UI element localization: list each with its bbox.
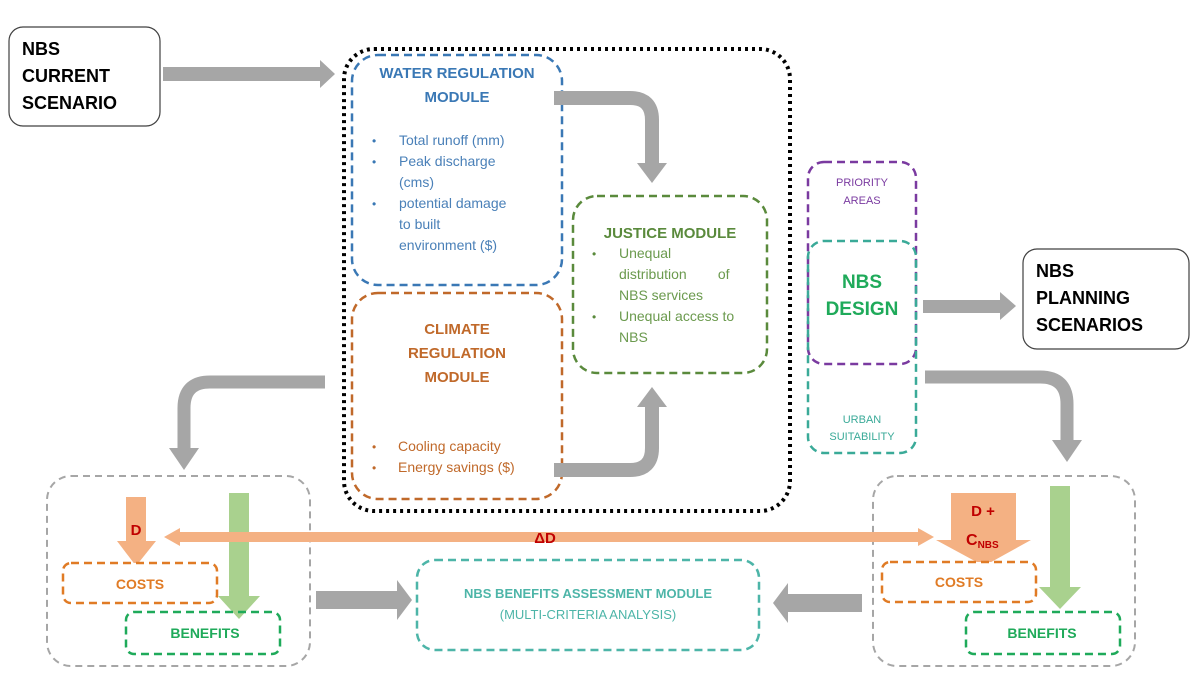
damage-plus-label: D + xyxy=(971,503,995,520)
justice-bullet: Unequal xyxy=(619,245,671,261)
justice-bullet: NBS services xyxy=(619,287,703,303)
bullet-icon: • xyxy=(372,155,376,169)
arrow-right-group-to-assessment xyxy=(773,583,862,623)
priority-areas-label: PRIORITY xyxy=(836,177,889,189)
climate-module-title: CLIMATE xyxy=(424,321,490,338)
planning-scenarios-box: NBS PLANNING SCENARIOS xyxy=(1022,248,1190,350)
bullet-icon: • xyxy=(372,197,376,211)
assessment-module-subtitle: (MULTI-CRITERIA ANALYSIS) xyxy=(500,607,677,622)
arrow-climate-to-justice xyxy=(554,387,667,477)
costs-label: COSTS xyxy=(116,576,164,592)
climate-module-title: MODULE xyxy=(425,369,490,386)
planning-scenarios-line: SCENARIOS xyxy=(1036,315,1143,335)
current-scenario-line: CURRENT xyxy=(22,66,110,86)
arrow-left-group-to-assessment xyxy=(316,580,412,620)
bullet-icon: • xyxy=(372,440,376,454)
planned-costs-benefits-group: D + CNBS COSTS BENEFITS xyxy=(872,475,1136,667)
priority-areas-box xyxy=(806,160,918,366)
urban-suitability-box xyxy=(806,239,918,455)
damage-label: D xyxy=(131,522,142,539)
water-module-title: MODULE xyxy=(425,89,490,106)
nbs-design-label: NBS xyxy=(842,272,882,293)
climate-regulation-module: CLIMATE REGULATION MODULE • Cooling capa… xyxy=(350,291,564,501)
costs-box xyxy=(880,560,1038,604)
delta-damage-arrow: ΔD xyxy=(164,528,934,547)
water-module-title: WATER REGULATION xyxy=(379,65,534,82)
nbs-cost-label: CNBS xyxy=(966,532,999,551)
benefits-label: BENEFITS xyxy=(1007,625,1076,641)
benefits-label: BENEFITS xyxy=(170,625,239,641)
arrow-climate-to-left-group xyxy=(169,375,325,470)
arrow-water-to-justice xyxy=(554,91,667,183)
priority-areas-label: AREAS xyxy=(843,195,880,207)
urban-suitability-label: SUITABILITY xyxy=(829,431,895,443)
costs-label: COSTS xyxy=(935,574,983,590)
benefits-arrow xyxy=(1050,486,1070,588)
assessment-module-title: NBS BENEFITS ASSESSMENT MODULE xyxy=(464,586,712,601)
water-bullet: environment ($) xyxy=(399,237,497,253)
current-scenario-line: SCENARIO xyxy=(22,93,117,113)
water-bullet: (cms) xyxy=(399,174,434,190)
water-regulation-module: WATER REGULATION MODULE • Total runoff (… xyxy=(350,53,564,287)
costs-box xyxy=(61,561,219,605)
arrow-current-to-modules xyxy=(163,60,335,88)
arrow-design-to-planning xyxy=(923,292,1016,320)
benefits-box xyxy=(964,610,1122,656)
bullet-icon: • xyxy=(592,247,596,261)
climate-module-title: REGULATION xyxy=(408,345,506,362)
nbs-cost-symbol: C xyxy=(966,532,978,549)
climate-bullet: Cooling capacity xyxy=(398,438,501,454)
water-bullet: potential damage xyxy=(399,195,507,211)
justice-module-title: JUSTICE MODULE xyxy=(604,225,737,242)
justice-bullet: NBS xyxy=(619,329,648,345)
current-scenario-box: NBS CURRENT SCENARIO xyxy=(8,26,161,127)
planning-scenarios-line: PLANNING xyxy=(1036,288,1130,308)
justice-module: JUSTICE MODULE • Unequal distribution of… xyxy=(571,194,769,375)
damage-plus-cost-arrow xyxy=(951,493,1016,541)
planning-scenarios-line: NBS xyxy=(1036,261,1074,281)
bullet-icon: • xyxy=(592,310,596,324)
justice-bullet: Unequal access to xyxy=(619,308,734,324)
arrow-design-to-right-group xyxy=(925,370,1082,462)
justice-bullet: distribution of xyxy=(619,266,730,282)
water-bullet: Peak discharge xyxy=(399,153,496,169)
benefits-box xyxy=(124,610,282,656)
current-scenario-line: NBS xyxy=(22,39,60,59)
current-costs-benefits-group: D COSTS BENEFITS xyxy=(46,475,311,667)
bullet-icon: • xyxy=(372,134,376,148)
water-bullet: to built xyxy=(399,216,440,232)
nbs-cost-subscript: NBS xyxy=(978,540,999,551)
delta-damage-label: ΔD xyxy=(534,530,556,547)
benefits-arrow xyxy=(229,493,249,597)
climate-bullet: Energy savings ($) xyxy=(398,459,515,475)
nbs-design-label: DESIGN xyxy=(826,299,899,320)
damage-arrow xyxy=(126,497,146,542)
nbs-design-stack: PRIORITY AREAS NBS DESIGN URBAN SUITABIL… xyxy=(806,160,918,455)
bullet-icon: • xyxy=(372,461,376,475)
urban-suitability-label: URBAN xyxy=(843,414,882,426)
water-bullet: Total runoff (mm) xyxy=(399,132,505,148)
benefits-assessment-module: NBS BENEFITS ASSESSMENT MODULE (MULTI-CR… xyxy=(415,558,761,652)
